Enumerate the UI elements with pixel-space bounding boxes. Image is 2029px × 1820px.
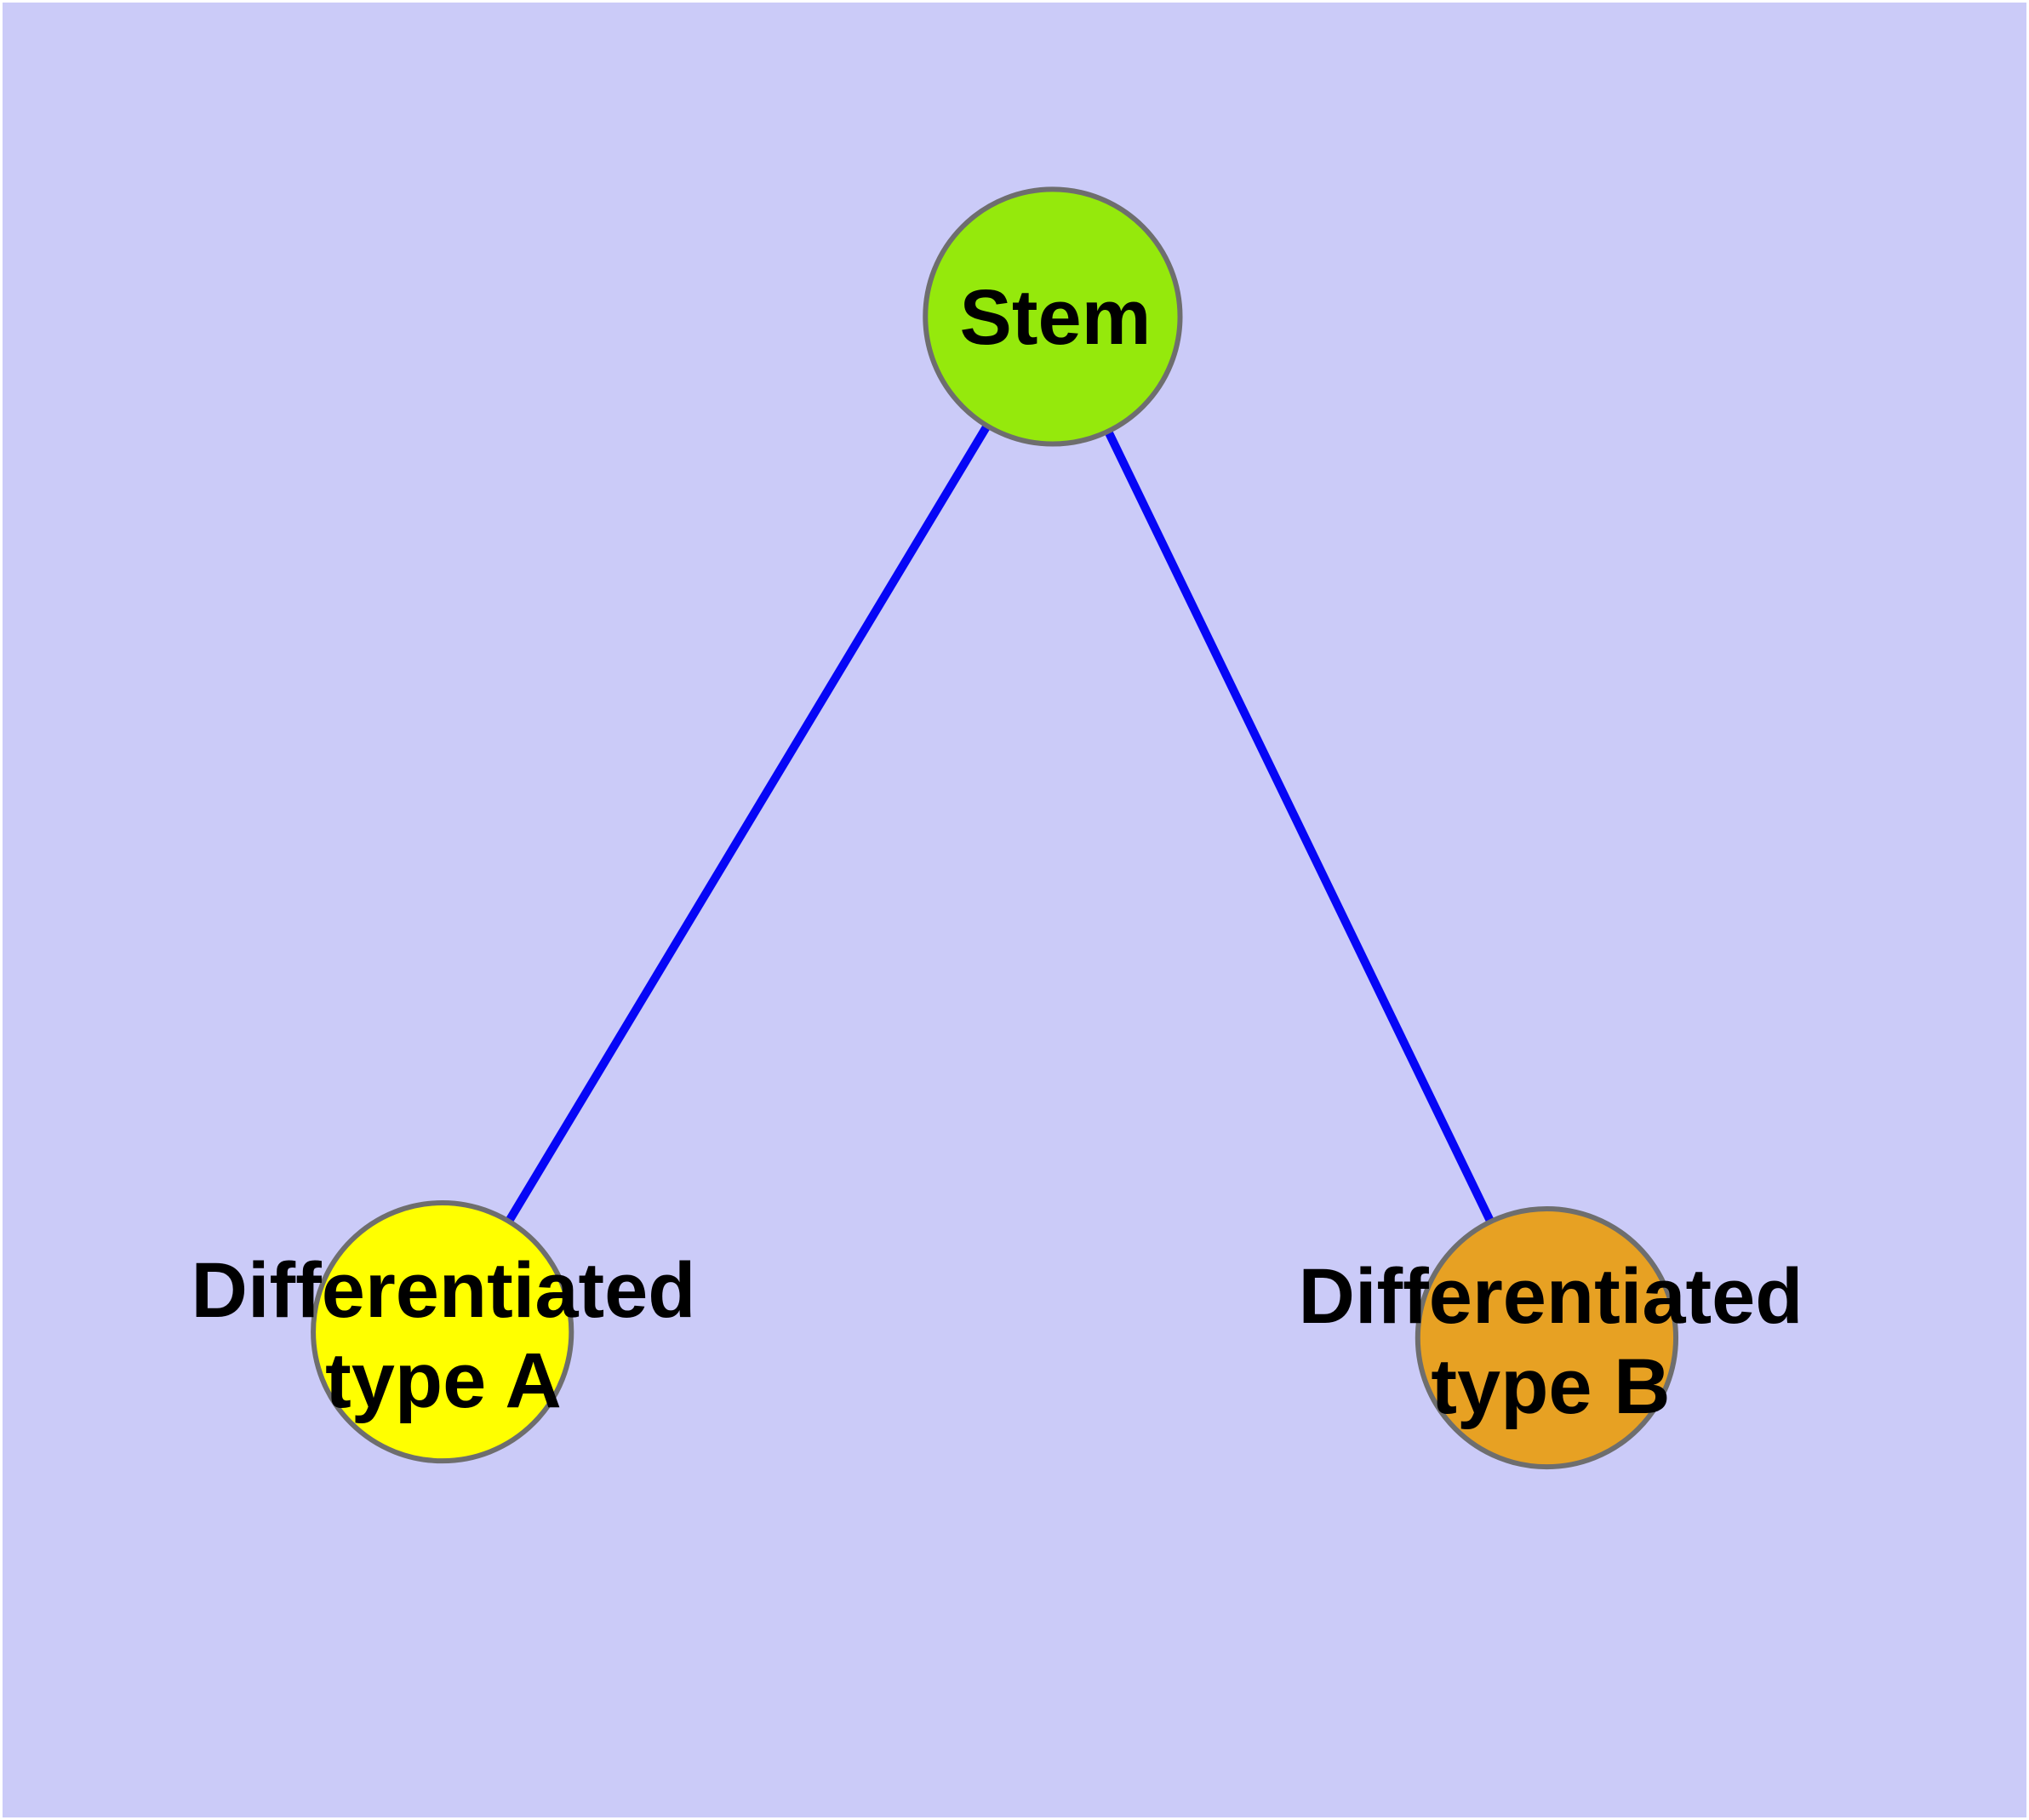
- node-circle-type-a: [311, 1200, 574, 1464]
- edges-layer: [438, 314, 1551, 1340]
- edge-stem-type-b: [1049, 314, 1551, 1340]
- graph-svg: [311, 186, 1679, 1470]
- node-circle-type-b: [1415, 1206, 1679, 1470]
- nodes-layer: [311, 186, 1679, 1470]
- edge-stem-type-a: [438, 314, 1057, 1335]
- node-circle-stem: [923, 186, 1183, 447]
